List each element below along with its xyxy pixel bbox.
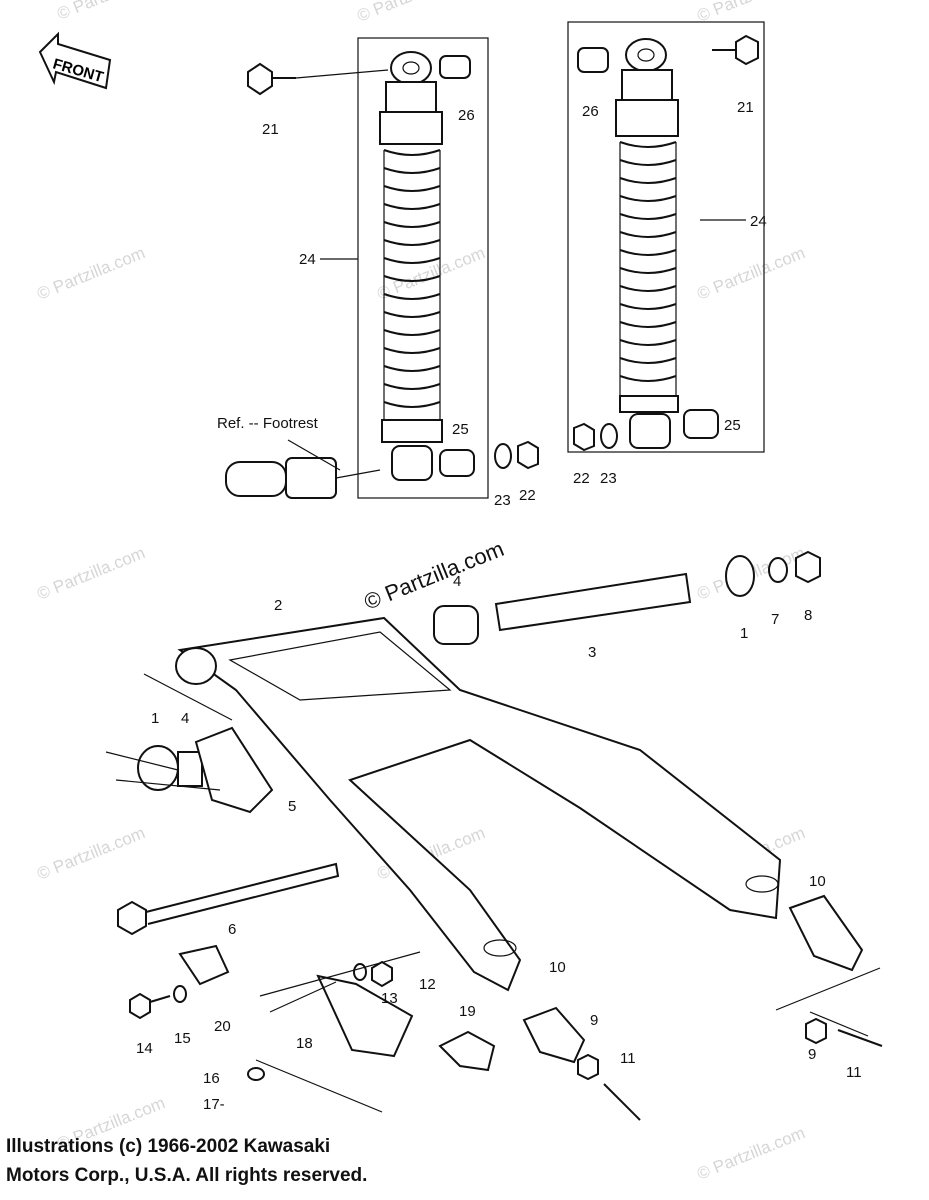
callout-22-right: 22 xyxy=(573,470,590,487)
callout-26-right: 26 xyxy=(582,103,599,120)
callout-17: 17- xyxy=(203,1096,225,1113)
callout-6: 6 xyxy=(228,921,236,938)
shock-absorber-right xyxy=(567,21,765,453)
watermark-7: © Partzilla.com xyxy=(34,543,147,604)
spring-left xyxy=(383,149,441,420)
watermark-6: © Partzilla.com xyxy=(694,243,807,304)
pivot-bolt xyxy=(117,862,340,936)
callout-labels: 21 26 26 21 24 24 25 25 23 22 22 23 4 2 … xyxy=(136,99,862,1113)
callout-10-right: 10 xyxy=(809,873,826,890)
pivot-shaft-assembly xyxy=(433,550,821,645)
chain-guide-parts xyxy=(129,944,496,1081)
callout-9-right: 9 xyxy=(808,1046,816,1063)
callout-10-left: 10 xyxy=(549,959,566,976)
callout-4-left: 4 xyxy=(181,710,189,727)
callout-4-top: 4 xyxy=(453,573,461,590)
callout-16: 16 xyxy=(203,1070,220,1087)
callout-24-right: 24 xyxy=(750,213,767,230)
ref-footrest-label: Ref. -- Footrest xyxy=(217,415,319,432)
watermark-4: © Partzilla.com xyxy=(34,243,147,304)
watermark-1: © Partzilla.com xyxy=(54,0,167,24)
chain-adjusters xyxy=(522,894,883,1121)
watermark-5: © Partzilla.com xyxy=(374,243,487,304)
watermark-9: © Partzilla.com xyxy=(34,823,147,884)
leader-lines xyxy=(105,673,881,1113)
callout-11-right: 11 xyxy=(846,1064,862,1081)
callout-7: 7 xyxy=(771,611,779,628)
shock-absorber-left: Ref. -- Footrest xyxy=(217,37,539,499)
spring-right xyxy=(619,141,677,396)
callout-1-left: 1 xyxy=(151,710,159,727)
callout-20: 20 xyxy=(214,1018,231,1035)
callout-21-right: 21 xyxy=(737,99,754,116)
swing-arm xyxy=(175,616,782,992)
callout-26-left: 26 xyxy=(458,107,475,124)
callout-14: 14 xyxy=(136,1040,153,1057)
callout-15: 15 xyxy=(174,1030,191,1047)
callout-8: 8 xyxy=(804,607,812,624)
callout-23-right: 23 xyxy=(600,470,617,487)
callout-22-left: 22 xyxy=(519,487,536,504)
watermark-2: © Partzilla.com xyxy=(354,0,467,26)
pivot-block-left xyxy=(137,726,274,814)
callout-23-left: 23 xyxy=(494,492,511,509)
callout-9-left: 9 xyxy=(590,1012,598,1029)
copyright-notice: Illustrations (c) 1966-2002 Kawasaki Mot… xyxy=(6,1132,367,1190)
callout-5: 5 xyxy=(288,798,296,815)
callout-24-left: 24 xyxy=(299,251,316,268)
callout-3: 3 xyxy=(588,644,596,661)
watermark-13: © Partzilla.com xyxy=(694,1123,807,1184)
copyright-line-2: Motors Corp., U.S.A. All rights reserved… xyxy=(6,1165,368,1186)
callout-13: 13 xyxy=(381,990,398,1007)
copyright-line-1: Illustrations (c) 1966-2002 Kawasaki xyxy=(6,1136,331,1157)
callout-19: 19 xyxy=(459,1003,476,1020)
callout-25-right: 25 xyxy=(724,417,741,434)
callout-18: 18 xyxy=(296,1035,313,1052)
callout-11-left: 11 xyxy=(620,1050,636,1067)
callout-25-left: 25 xyxy=(452,421,469,438)
callout-21-left: 21 xyxy=(262,121,279,138)
callout-2: 2 xyxy=(274,597,282,614)
watermark-main: © Partzilla.com xyxy=(361,536,508,615)
front-arrow: FRONT xyxy=(38,31,112,90)
callout-1-right: 1 xyxy=(740,625,748,642)
callout-12: 12 xyxy=(419,976,436,993)
